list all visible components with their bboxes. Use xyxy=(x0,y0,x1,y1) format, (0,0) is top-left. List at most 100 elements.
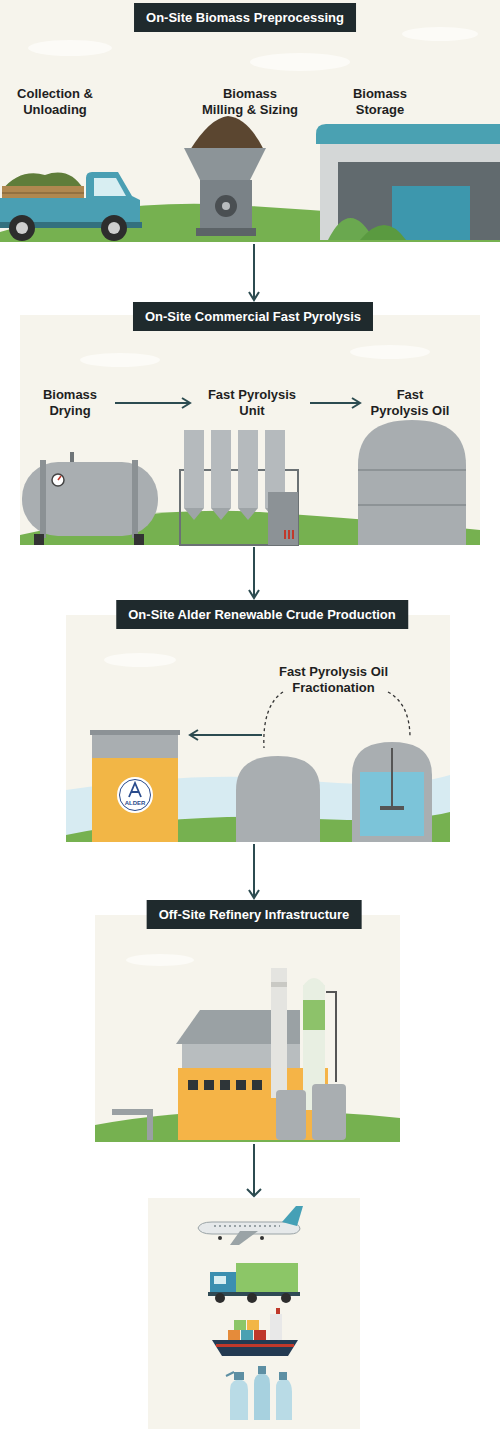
flow-arrow xyxy=(253,244,255,300)
panel-background xyxy=(250,53,350,71)
refinery-illustration xyxy=(312,1084,346,1140)
step-label: Biomass Milling & Sizing xyxy=(201,86,299,118)
pyrolysis-unit-illustration xyxy=(211,430,231,508)
dryer-tank-illustration xyxy=(132,460,138,538)
dryer-tank-illustration xyxy=(52,474,64,486)
flow-arrow xyxy=(253,844,255,898)
cleaning-bottles-icon xyxy=(230,1380,248,1420)
refinery-illustration xyxy=(271,968,287,1098)
panel-background xyxy=(402,27,478,41)
flow-arrow xyxy=(247,1144,261,1196)
dryer-tank-illustration xyxy=(40,460,46,538)
renewable-crude-barrel xyxy=(117,777,153,813)
panel-background xyxy=(66,615,450,842)
leader-line xyxy=(388,692,410,738)
truck-illustration xyxy=(2,192,84,194)
truck-icon xyxy=(281,1293,291,1303)
panel-background xyxy=(0,0,500,242)
cleaning-bottles-icon xyxy=(234,1372,244,1380)
pyrolysis-unit-illustration xyxy=(238,508,258,520)
pyrolysis-unit-illustration xyxy=(184,508,204,520)
truck-illustration xyxy=(16,222,28,234)
fractionation-tank xyxy=(236,742,432,842)
cleaning-bottles-icon xyxy=(226,1366,292,1420)
leader-line xyxy=(264,692,283,748)
flow-arrow xyxy=(253,547,255,598)
step-label-box: Biomass Milling & Sizing xyxy=(201,86,299,118)
panel-background xyxy=(80,353,160,367)
airplane-icon xyxy=(214,1225,280,1227)
panel-heading: Off-Site Refinery Infrastructure xyxy=(147,900,362,929)
truck-illustration xyxy=(94,178,126,196)
step-label: Fast Pyrolysis Oil xyxy=(368,387,452,419)
renewable-crude-barrel xyxy=(129,783,141,797)
refinery-illustration xyxy=(276,1090,306,1140)
refinery-illustration xyxy=(271,982,287,987)
panel-heading: On-Site Commercial Fast Pyrolysis xyxy=(133,302,373,331)
cleaning-bottles-icon xyxy=(258,1366,266,1374)
refinery-illustration xyxy=(112,1112,150,1140)
panel-band: Off-Site Refinery Infrastructure xyxy=(95,900,400,1142)
cleaning-bottles-icon xyxy=(279,1372,287,1380)
fractionation-tank xyxy=(391,748,393,810)
pyrolysis-unit-illustration xyxy=(211,508,231,520)
mill-illustration xyxy=(215,195,237,217)
panel-background xyxy=(20,315,480,545)
fractionation-tank xyxy=(380,806,404,810)
oil-tank-illustration xyxy=(358,420,466,545)
ship-icon xyxy=(254,1330,266,1340)
panel-background xyxy=(148,1198,360,1429)
mill-illustration xyxy=(196,228,256,236)
storage-building-illustration xyxy=(316,124,500,240)
airplane-icon xyxy=(218,1236,222,1240)
fractionation-area: Fast Pyrolysis Oil Fractionation xyxy=(262,664,430,742)
pyrolysis-unit-illustration xyxy=(238,430,258,508)
dryer-tank-illustration xyxy=(34,534,44,545)
mill-illustration xyxy=(184,148,266,180)
refinery-illustration xyxy=(188,1080,198,1090)
panel-band: On-Site Alder Renewable Crude Production… xyxy=(66,600,450,842)
refinery-illustration xyxy=(220,1080,230,1090)
leader-line xyxy=(264,692,410,748)
refinery-illustration xyxy=(303,1000,325,1030)
ship-icon xyxy=(247,1320,259,1330)
flow-arrow xyxy=(115,402,190,404)
dryer-tank-illustration xyxy=(58,476,61,480)
truck-icon xyxy=(210,1272,236,1294)
oil-tank-illustration xyxy=(358,504,466,506)
cleaning-bottles-icon xyxy=(276,1380,292,1420)
step-label: Biomass Drying xyxy=(35,387,105,419)
storage-building-illustration xyxy=(316,124,500,144)
mill-illustration xyxy=(222,202,230,210)
pyrolysis-unit-illustration xyxy=(284,530,286,539)
dryer-tank-illustration xyxy=(134,534,144,545)
step-label: Fast Pyrolysis Oil Fractionation xyxy=(276,664,391,696)
refinery-illustration xyxy=(252,1080,262,1090)
oil-tank-illustration xyxy=(358,469,466,471)
step-label: Fast Pyrolysis Unit xyxy=(200,387,304,419)
ship-icon xyxy=(234,1320,246,1330)
truck-icon xyxy=(236,1263,298,1293)
storage-building-illustration xyxy=(320,140,500,240)
ship-icon xyxy=(212,1340,298,1356)
panel-background xyxy=(0,0,500,242)
truck-icon xyxy=(208,1263,300,1303)
storage-building-illustration xyxy=(360,225,406,240)
refinery-illustration xyxy=(326,992,336,1082)
airplane-icon xyxy=(230,1231,258,1245)
panel-band: On-Site Biomass PreprocessingCollection … xyxy=(0,0,500,242)
renewable-crude-barrel xyxy=(92,732,178,758)
truck-illustration xyxy=(2,186,84,200)
storage-building-illustration xyxy=(392,186,470,240)
ship-icon xyxy=(216,1344,294,1347)
pyrolysis-unit-illustration xyxy=(268,492,298,545)
panel-background xyxy=(95,915,400,1142)
flow-arrow xyxy=(253,1144,255,1196)
step-label-box: Biomass Storage xyxy=(340,86,420,118)
truck-icon xyxy=(247,1293,257,1303)
refinery-illustration xyxy=(236,1080,246,1090)
step-label-box: Fast Pyrolysis Oil xyxy=(368,387,452,419)
pyrolysis-unit-illustration xyxy=(180,430,298,545)
